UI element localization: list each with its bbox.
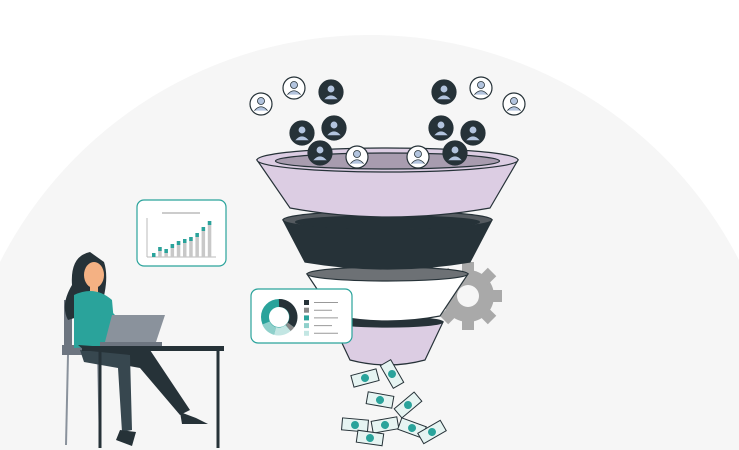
- user-icon: [307, 140, 333, 166]
- money-bills: [340, 359, 447, 447]
- legend-swatch: [304, 307, 309, 313]
- bar: [176, 241, 181, 257]
- user-icon: [249, 92, 273, 116]
- user-icon: [502, 92, 526, 116]
- money-bill-icon: [350, 368, 380, 388]
- bar-top: [164, 249, 168, 253]
- money-bill-icon: [355, 429, 385, 447]
- users: [249, 76, 526, 169]
- gear-tooth: [462, 262, 474, 274]
- bar: [183, 239, 187, 257]
- user-icon: [289, 120, 315, 146]
- legend-swatch: [304, 315, 309, 321]
- funnel-tier-1: [255, 147, 520, 218]
- laptop-icon: [100, 315, 165, 346]
- user-icon: [428, 115, 454, 141]
- bar-chart-card: [136, 199, 227, 267]
- legend-swatch: [304, 323, 309, 329]
- bar-top: [152, 253, 156, 257]
- user-icon: [321, 115, 347, 141]
- donut-chart-card: [250, 288, 353, 344]
- desk: [82, 346, 224, 351]
- money-bill-icon: [340, 417, 370, 433]
- bar: [207, 221, 212, 257]
- bar-top: [207, 221, 212, 225]
- user-icon: [460, 120, 486, 146]
- money-bill-icon: [417, 419, 447, 445]
- bar: [170, 244, 175, 257]
- user-icon: [406, 145, 430, 169]
- bar-top: [189, 237, 193, 241]
- user-icon: [442, 140, 468, 166]
- legend-swatch: [304, 300, 309, 305]
- bar: [195, 233, 199, 257]
- gear-tooth: [462, 318, 474, 330]
- user-icon: [282, 76, 306, 100]
- bar-top: [176, 241, 181, 245]
- legend-swatch: [304, 330, 309, 336]
- user-icon: [345, 145, 369, 169]
- bar: [158, 247, 162, 257]
- bar-top: [158, 247, 162, 251]
- bar-top: [183, 239, 187, 243]
- person-at-desk: [62, 252, 224, 448]
- money-bill-icon: [393, 391, 423, 419]
- bar-top: [195, 233, 199, 237]
- bar-top: [201, 227, 206, 231]
- funnel-tier-2: [282, 210, 493, 270]
- user-icon: [431, 79, 457, 105]
- money-bill-icon: [365, 391, 395, 409]
- money-bill-icon: [370, 416, 400, 434]
- money-bill-icon: [379, 359, 405, 389]
- user-icon: [469, 76, 493, 100]
- bar-top: [170, 244, 175, 248]
- bar: [201, 227, 206, 257]
- user-icon: [318, 79, 344, 105]
- gear-tooth: [490, 290, 502, 302]
- bar: [189, 237, 193, 257]
